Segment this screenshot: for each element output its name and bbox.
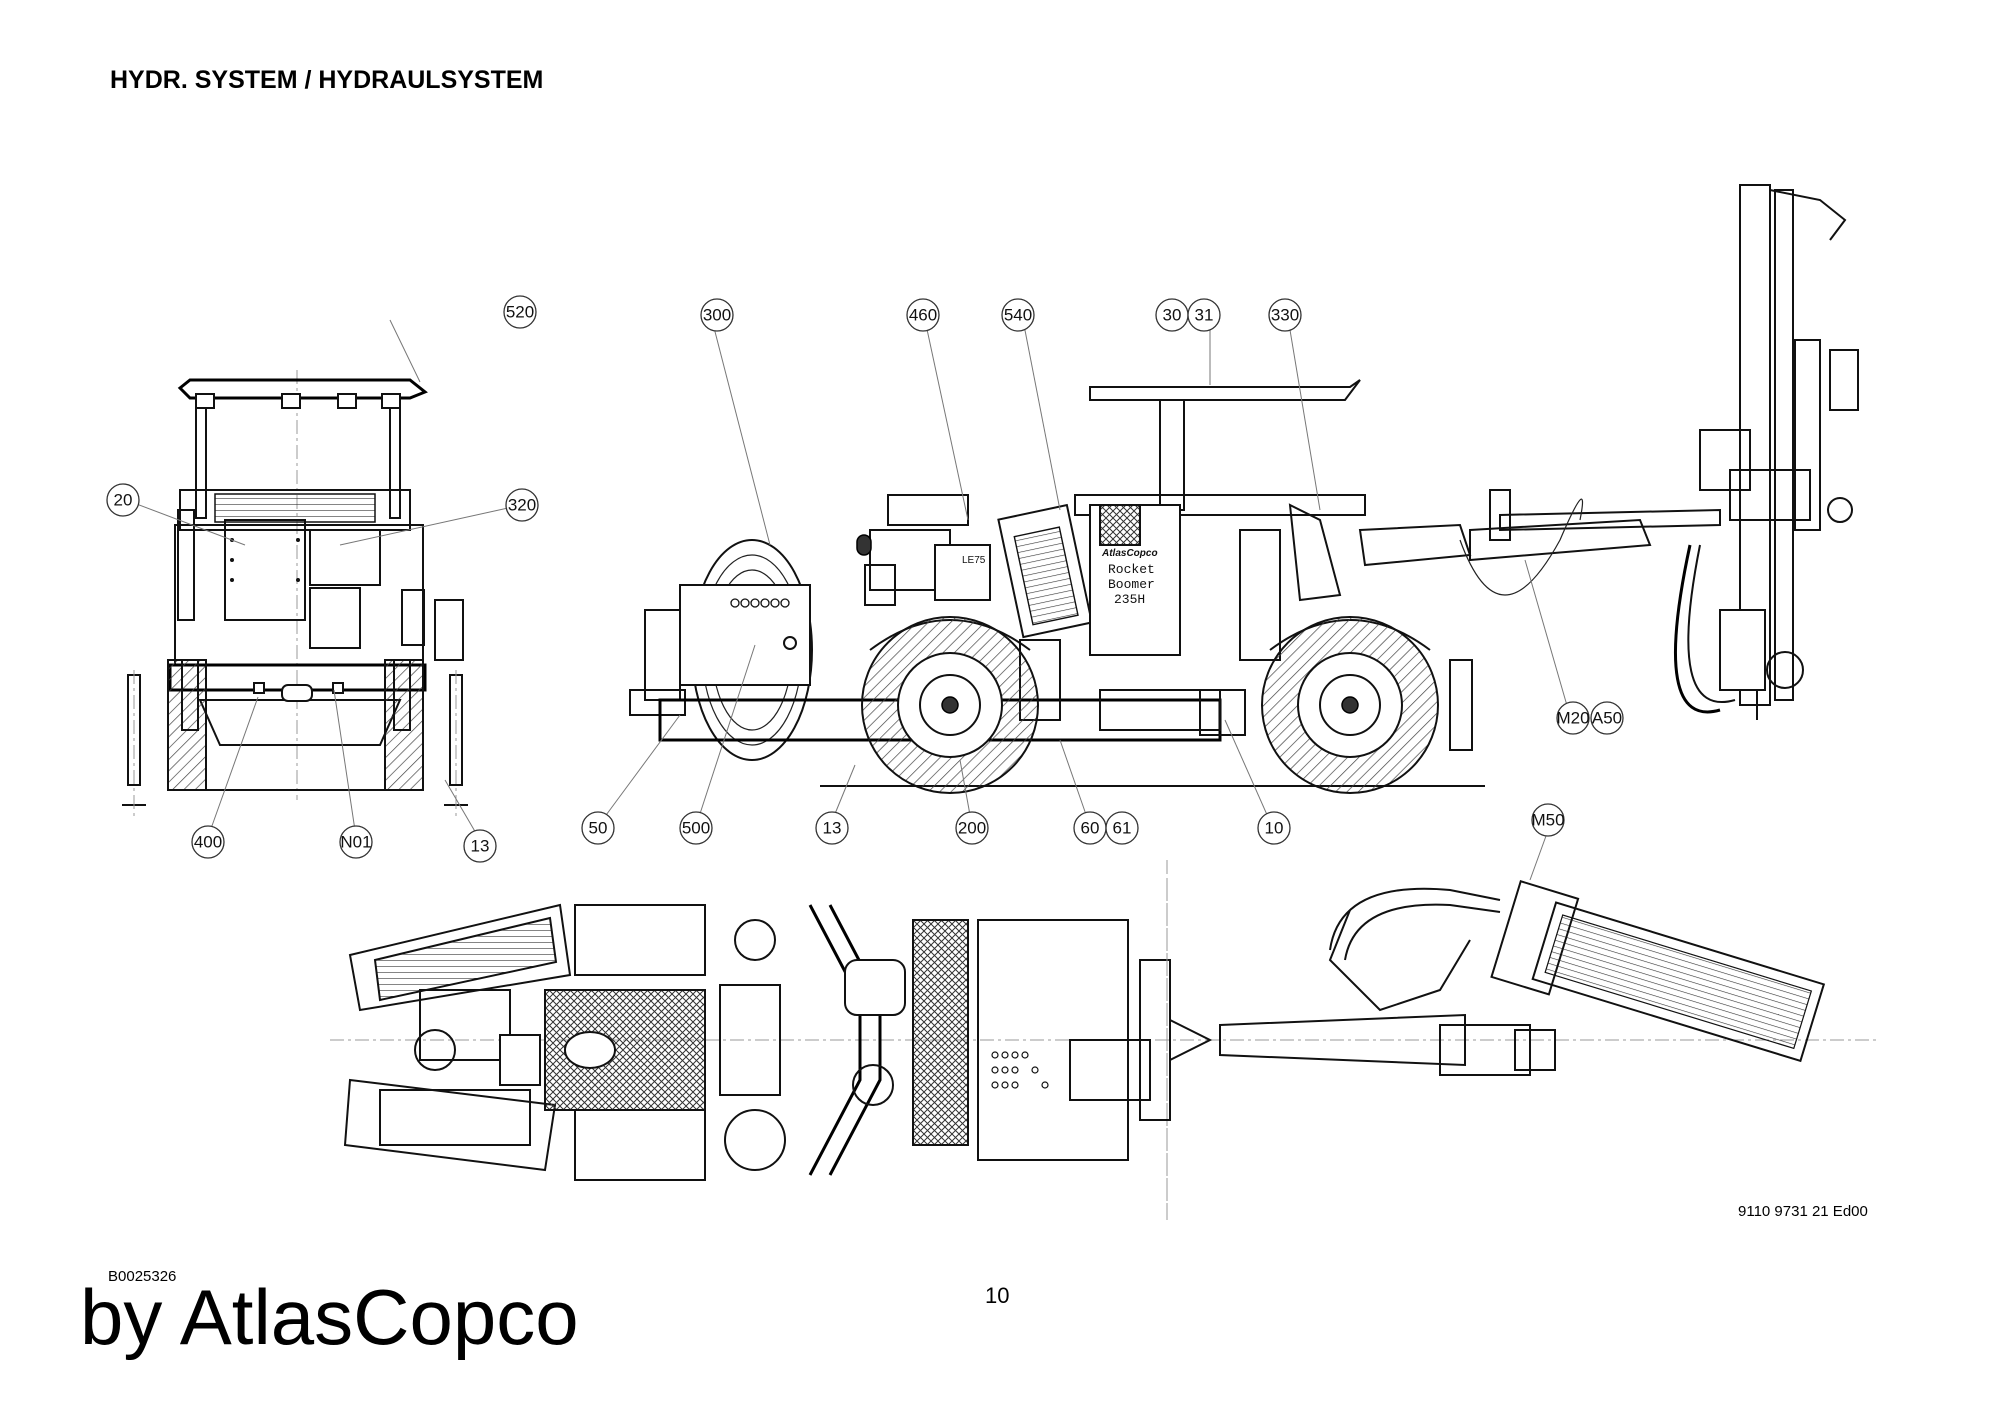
- callout-20: 20: [106, 483, 140, 517]
- callout-13-front: 13: [463, 829, 497, 863]
- brand-footer: by AtlasCopco: [80, 1273, 579, 1361]
- svg-text:50: 50: [589, 819, 608, 838]
- panel-model-2: Boomer: [1108, 577, 1155, 592]
- svg-text:460: 460: [909, 306, 937, 325]
- svg-text:M50: M50: [1531, 811, 1564, 830]
- callout-A50: A50: [1590, 701, 1624, 735]
- callout-520: 520: [503, 295, 537, 329]
- svg-text:30: 30: [1163, 306, 1182, 325]
- callout-N01: N01: [339, 825, 373, 859]
- svg-text:N01: N01: [340, 833, 371, 852]
- callout-50: 50: [581, 811, 615, 845]
- svg-text:13: 13: [823, 819, 842, 838]
- callout-10: 10: [1257, 811, 1291, 845]
- callout-300: 300: [700, 298, 734, 332]
- motor-tag: LE75: [962, 555, 986, 566]
- callout-500: 500: [679, 811, 713, 845]
- panel-brand: AtlasCopco: [1101, 548, 1158, 559]
- document-reference: 9110 9731 21 Ed00: [1738, 1203, 1868, 1220]
- callout-330: 330: [1268, 298, 1302, 332]
- callout-540: 540: [1001, 298, 1035, 332]
- callout-460: 460: [906, 298, 940, 332]
- svg-text:320: 320: [508, 496, 536, 515]
- callout-61: 61: [1105, 811, 1139, 845]
- front-view: [122, 370, 468, 820]
- drawing-id: B0025326: [108, 1268, 177, 1285]
- callout-13-side: 13: [815, 811, 849, 845]
- svg-text:A50: A50: [1592, 709, 1622, 728]
- leader-lines: [125, 319, 1571, 881]
- front-wheel: [1261, 616, 1439, 794]
- svg-text:31: 31: [1195, 306, 1214, 325]
- svg-text:200: 200: [958, 819, 986, 838]
- page-number: 10: [985, 1283, 1010, 1308]
- rear-wheel: [861, 616, 1039, 794]
- svg-text:60: 60: [1081, 819, 1100, 838]
- callout-60: 60: [1073, 811, 1107, 845]
- svg-text:M20: M20: [1556, 709, 1589, 728]
- callout-200: 200: [955, 811, 989, 845]
- callout-M20: M20: [1556, 701, 1590, 735]
- callout-31: 31: [1187, 298, 1221, 332]
- svg-text:540: 540: [1004, 306, 1032, 325]
- svg-text:61: 61: [1113, 819, 1132, 838]
- panel-model-1: Rocket: [1108, 562, 1155, 577]
- svg-text:13: 13: [471, 837, 490, 856]
- panel-model-3: 235H: [1114, 592, 1145, 607]
- page-title: HYDR. SYSTEM / HYDRAULSYSTEM: [110, 66, 544, 94]
- svg-text:400: 400: [194, 833, 222, 852]
- svg-text:330: 330: [1271, 306, 1299, 325]
- svg-text:20: 20: [114, 491, 133, 510]
- svg-text:10: 10: [1265, 819, 1284, 838]
- callout-M50: M50: [1531, 803, 1565, 837]
- side-view: LE75 AtlasCopco Rocket Boomer 235H: [629, 184, 1859, 794]
- callout-400: 400: [191, 825, 225, 859]
- top-view: [330, 860, 1880, 1220]
- svg-text:300: 300: [703, 306, 731, 325]
- callout-30: 30: [1155, 298, 1189, 332]
- svg-text:500: 500: [682, 819, 710, 838]
- callout-320: 320: [505, 488, 539, 522]
- svg-text:520: 520: [506, 303, 534, 322]
